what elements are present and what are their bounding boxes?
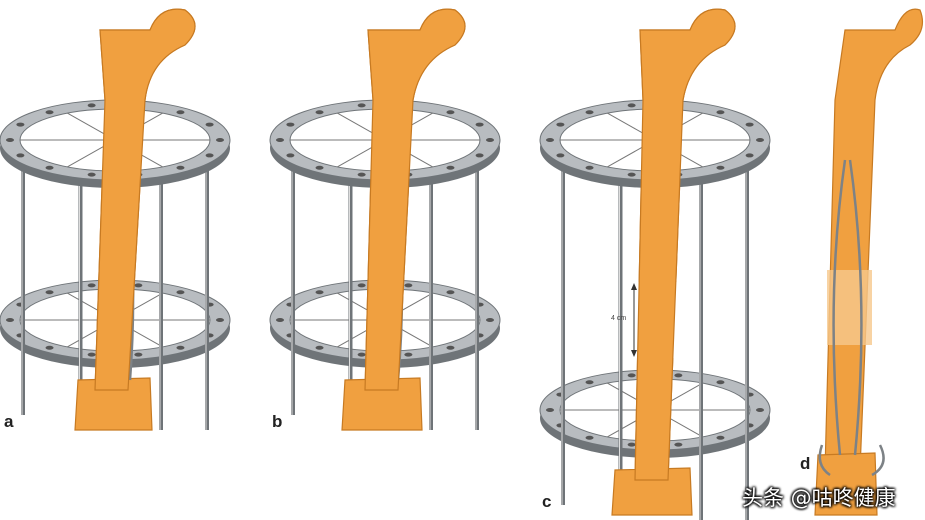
ring-hole: [627, 442, 636, 447]
ring-hole: [756, 408, 764, 412]
ring-hole: [556, 153, 565, 158]
ring-hole: [276, 318, 284, 322]
ring-hole: [475, 122, 484, 127]
ring-hole: [585, 380, 594, 385]
ring-hole: [585, 110, 594, 115]
ring-hole: [45, 165, 54, 170]
ring-hole: [404, 283, 413, 288]
ring-hole: [446, 165, 455, 170]
ring-hole: [176, 345, 185, 350]
ring-hole: [315, 345, 324, 350]
ring-hole: [716, 110, 725, 115]
ring-hole: [546, 138, 554, 142]
ring-hole: [205, 153, 214, 158]
ring-hole: [745, 122, 754, 127]
ring-hole: [627, 373, 636, 378]
ring-hole: [556, 122, 565, 127]
ring-hole: [475, 153, 484, 158]
ring-hole: [674, 373, 683, 378]
gap-measure-label: 4 cm: [611, 315, 627, 322]
ring-hole: [674, 442, 683, 447]
ring-hole: [216, 138, 224, 142]
ring-hole: [134, 352, 143, 357]
ring-hole: [286, 153, 295, 158]
ring-hole: [45, 290, 54, 295]
panel-label-d: d: [800, 454, 811, 473]
ring-hole: [16, 153, 25, 158]
ring-hole: [627, 103, 636, 108]
panel-label-a: a: [4, 412, 14, 431]
ring-hole: [745, 153, 754, 158]
ring-hole: [357, 103, 366, 108]
ring-hole: [134, 283, 143, 288]
ring-hole: [315, 165, 324, 170]
ring-hole: [176, 290, 185, 295]
ring-hole: [176, 165, 185, 170]
femur-proximal: [634, 8, 736, 481]
femur-proximal: [364, 8, 466, 391]
ring-hole: [6, 138, 14, 142]
ring-hole: [585, 435, 594, 440]
ring-hole: [176, 110, 185, 115]
ring-hole: [87, 352, 96, 357]
ring-hole: [357, 352, 366, 357]
ring-hole: [45, 110, 54, 115]
ring-hole: [486, 138, 494, 142]
ring-hole: [87, 283, 96, 288]
ring-hole: [205, 122, 214, 127]
ring-hole: [446, 110, 455, 115]
femur-proximal: [94, 8, 196, 391]
ring-hole: [6, 318, 14, 322]
ring-hole: [404, 352, 413, 357]
elastic-nail: [818, 444, 831, 477]
ring-hole: [446, 290, 455, 295]
ring-hole: [716, 380, 725, 385]
elastic-nail: [871, 444, 885, 477]
ring-hole: [315, 110, 324, 115]
watermark: 头条 @咕咚健康: [742, 486, 896, 510]
ring-hole: [546, 408, 554, 412]
panel-label-b: b: [272, 412, 283, 431]
ring-hole: [286, 122, 295, 127]
ring-hole: [45, 345, 54, 350]
ring-hole: [276, 138, 284, 142]
ring-hole: [627, 172, 636, 177]
ring-hole: [16, 122, 25, 127]
ring-hole: [357, 172, 366, 177]
ring-hole: [585, 165, 594, 170]
ring-hole: [315, 290, 324, 295]
ring-hole: [716, 435, 725, 440]
ring-hole: [357, 283, 366, 288]
ring-hole: [216, 318, 224, 322]
elastic-nail: [848, 159, 863, 456]
healed-femur: [824, 8, 923, 471]
ring-hole: [446, 345, 455, 350]
ring-hole: [87, 172, 96, 177]
ring-hole: [486, 318, 494, 322]
ring-hole: [756, 138, 764, 142]
elastic-nail: [832, 159, 847, 456]
ring-hole: [87, 103, 96, 108]
ring-hole: [716, 165, 725, 170]
panel-label-c: c: [542, 492, 552, 511]
